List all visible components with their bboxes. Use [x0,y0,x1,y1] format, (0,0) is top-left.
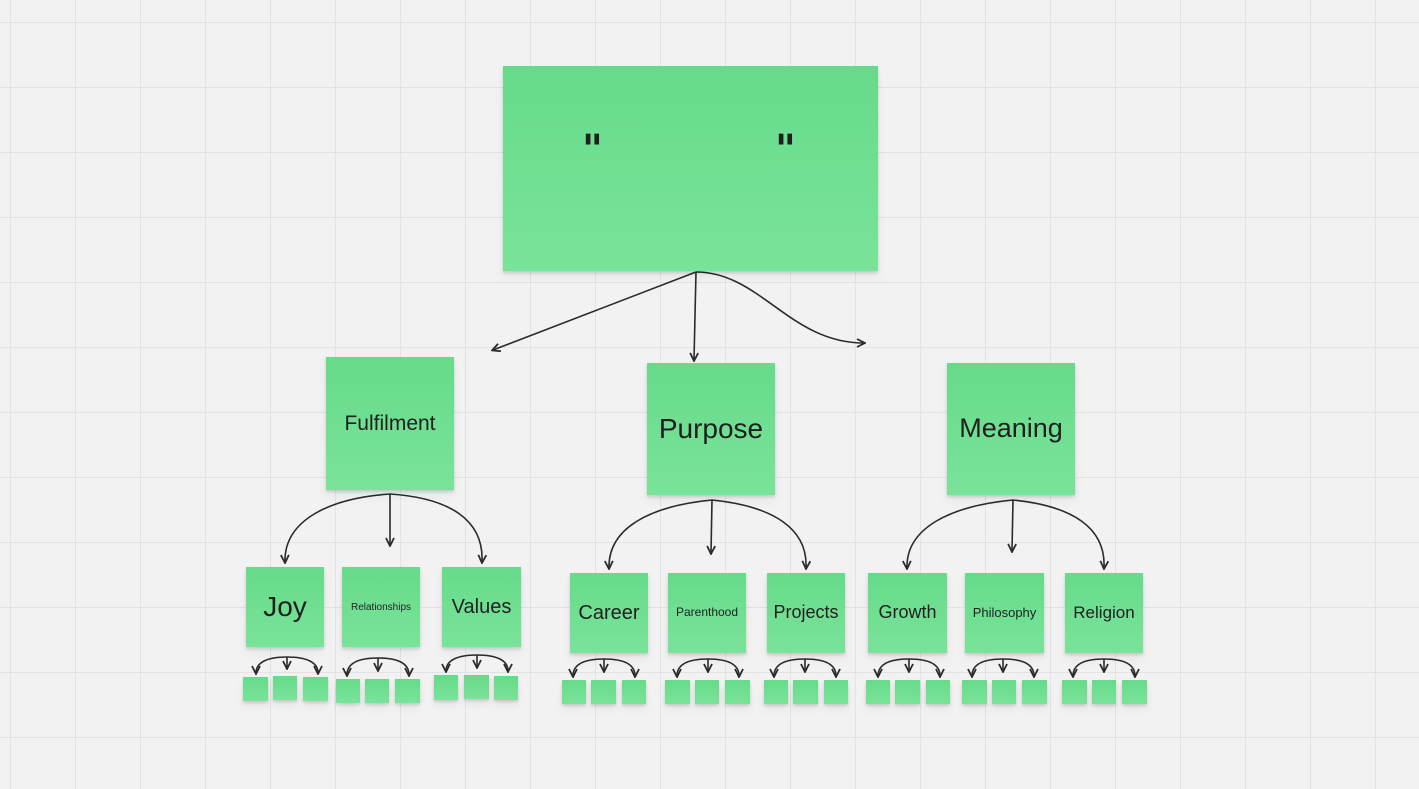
open-quote: " [582,127,603,173]
connector-group-growth [878,658,940,676]
leaf-sticky[interactable] [695,680,719,704]
leaf-sticky[interactable] [395,679,420,703]
leaf-sticky[interactable] [824,680,848,704]
leaf-sticky[interactable] [992,680,1016,704]
category-label: Fulfilment [344,411,436,435]
child-sticky-religion[interactable]: Religion [1065,573,1143,653]
child-sticky-growth[interactable]: Growth [868,573,947,653]
leaf-sticky[interactable] [764,680,788,704]
leaf-sticky[interactable] [336,679,360,703]
child-label: Joy [263,590,307,622]
connector-fulfilment-to-joy [285,493,391,562]
connector-meaning-to-philosophy [1012,499,1013,551]
child-label: Career [578,602,640,624]
leaf-sticky[interactable] [1122,680,1147,704]
child-sticky-career[interactable]: Career [570,573,648,653]
child-sticky-joy[interactable]: Joy [246,567,324,647]
leaf-sticky[interactable] [365,679,389,703]
connector-group-philosophy [972,658,1034,676]
root-sticky-note[interactable]: " " [503,66,878,271]
category-sticky-fulfilment[interactable]: Fulfilment [326,357,454,490]
leaf-sticky[interactable] [866,680,890,704]
category-label: Meaning [959,413,1063,444]
connector-meaning-to-religion [1012,499,1104,568]
leaf-sticky[interactable] [793,680,818,704]
child-sticky-projects[interactable]: Projects [767,573,845,653]
leaf-sticky[interactable] [562,680,586,704]
leaf-sticky[interactable] [622,680,646,704]
leaf-sticky[interactable] [494,676,518,700]
connector-group-parenthood [677,658,739,676]
leaf-sticky[interactable] [434,675,458,700]
connector-purpose-to-projects [711,499,806,568]
child-label: Parenthood [675,605,739,620]
category-sticky-meaning[interactable]: Meaning [947,363,1075,495]
leaf-sticky[interactable] [1062,680,1087,704]
leaf-sticky[interactable] [926,680,950,704]
leaf-sticky[interactable] [895,680,920,704]
connector-group-religion [1073,658,1135,676]
child-label: Religion [1073,602,1135,622]
child-sticky-parenthood[interactable]: Parenthood [668,573,746,653]
leaf-sticky[interactable] [1092,680,1116,704]
leaf-sticky[interactable] [303,677,328,701]
leaf-sticky[interactable] [464,675,489,699]
leaf-sticky[interactable] [591,680,616,704]
category-label: Purpose [658,412,764,444]
connector-purpose-to-career [609,499,713,568]
category-sticky-purpose[interactable]: Purpose [647,363,775,495]
leaf-sticky[interactable] [665,680,690,704]
connector-root-to-purpose [694,271,696,360]
child-label: Growth [878,602,937,623]
connector-group-projects [774,658,836,676]
connector-root-to-fulfilment [493,271,697,350]
child-label: Values [451,596,512,618]
connector-group-joy [256,656,318,673]
connector-group-values [446,654,508,671]
connector-meaning-to-growth [907,499,1014,568]
leaf-sticky[interactable] [243,677,268,701]
child-label: Projects [773,602,839,623]
leaf-sticky[interactable] [273,676,297,700]
child-sticky-relationships[interactable]: Relationships [342,567,420,647]
child-sticky-philosophy[interactable]: Philosophy [965,573,1044,653]
connector-root-to-meaning [695,271,864,343]
connector-fulfilment-to-values [389,493,482,562]
leaf-sticky[interactable] [725,680,750,704]
child-label: Relationships [350,601,412,613]
close-quote: " [775,127,796,173]
leaf-sticky[interactable] [962,680,987,704]
leaf-sticky[interactable] [1022,680,1047,704]
connector-group-career [573,658,635,676]
child-sticky-values[interactable]: Values [442,567,521,647]
child-label: Philosophy [972,604,1037,620]
connector-group-relationships [347,657,409,675]
connector-purpose-to-parenthood [711,499,712,553]
